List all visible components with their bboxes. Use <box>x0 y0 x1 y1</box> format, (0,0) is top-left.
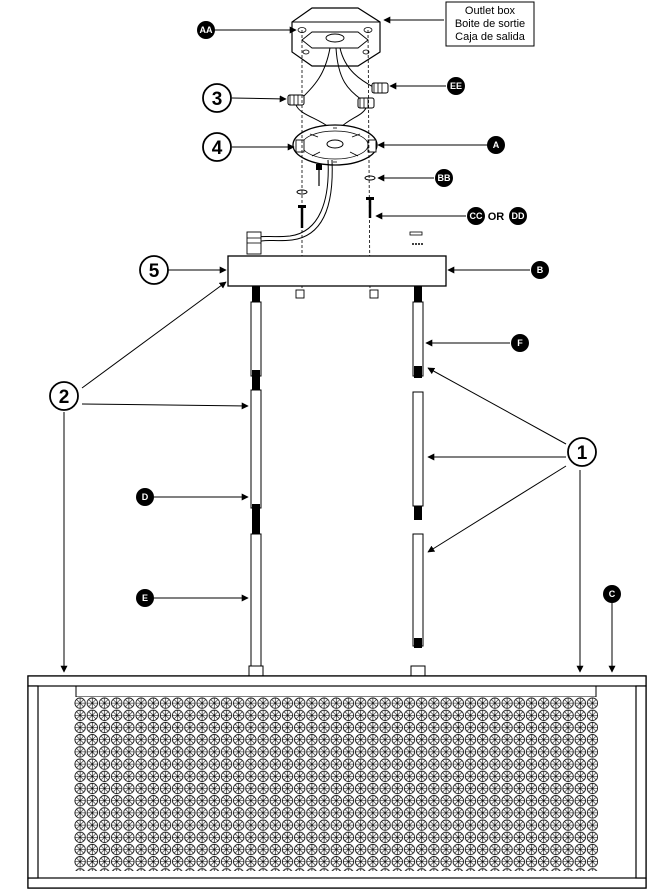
part-badge-e: E <box>136 589 154 607</box>
svg-text:BB: BB <box>438 173 451 183</box>
right-rod-assembly <box>410 286 426 679</box>
or-label: OR <box>488 211 505 223</box>
wire-connector-right <box>371 82 389 94</box>
ground-screw <box>316 164 322 186</box>
svg-text:A: A <box>493 140 500 150</box>
svg-text:C: C <box>609 589 616 599</box>
part-badge-aa: AA <box>197 21 215 39</box>
svg-text:E: E <box>142 593 148 603</box>
spare-hardware <box>409 231 424 245</box>
wire-connector-center <box>357 97 375 109</box>
alignment-lines <box>301 29 371 293</box>
part-badge-ee: EE <box>447 77 465 95</box>
step-number-2: 2 <box>49 381 79 411</box>
callout-leaders <box>60 26 616 673</box>
svg-text:4: 4 <box>212 138 223 159</box>
crystal-strands <box>74 697 598 871</box>
left-rod-assembly <box>248 286 264 679</box>
svg-text:CC: CC <box>470 211 483 221</box>
part-badge-cc: CC <box>467 207 485 225</box>
part-badge-d: D <box>136 488 154 506</box>
outlet-box-label: Outlet box Boite de sortie Caja de salid… <box>445 1 535 47</box>
part-badge-c: C <box>603 585 621 603</box>
part-badge-b: B <box>531 261 549 279</box>
part-badge-dd: DD <box>509 207 527 225</box>
svg-text:1: 1 <box>577 443 588 464</box>
canopy <box>227 231 447 299</box>
outlet-box-label-line2: Boite de sortie <box>455 18 525 30</box>
part-badge-bb: BB <box>435 169 453 187</box>
svg-text:AA: AA <box>200 25 213 35</box>
svg-text:B: B <box>537 265 544 275</box>
outlet-box-label-line1: Outlet box <box>465 5 516 17</box>
part-badge-f: F <box>511 334 529 352</box>
outlet-box-label-line3: Caja de salida <box>455 31 526 43</box>
svg-text:DD: DD <box>512 211 525 221</box>
svg-text:2: 2 <box>59 387 70 408</box>
outlet-box <box>291 7 381 67</box>
step-number-4: 4 <box>202 132 232 162</box>
svg-text:EE: EE <box>450 81 462 91</box>
step-number-3: 3 <box>202 83 232 113</box>
step-number-5: 5 <box>139 255 169 285</box>
svg-text:F: F <box>517 338 523 348</box>
svg-text:D: D <box>142 492 149 502</box>
mounting-screw-right <box>366 197 374 218</box>
power-cord <box>251 159 333 254</box>
part-badge-a: A <box>487 136 505 154</box>
step-number-1: 1 <box>567 437 597 467</box>
hex-nut-right <box>364 175 376 181</box>
mounting-plate <box>292 124 378 166</box>
svg-text:5: 5 <box>149 261 160 282</box>
svg-text:3: 3 <box>212 89 223 110</box>
